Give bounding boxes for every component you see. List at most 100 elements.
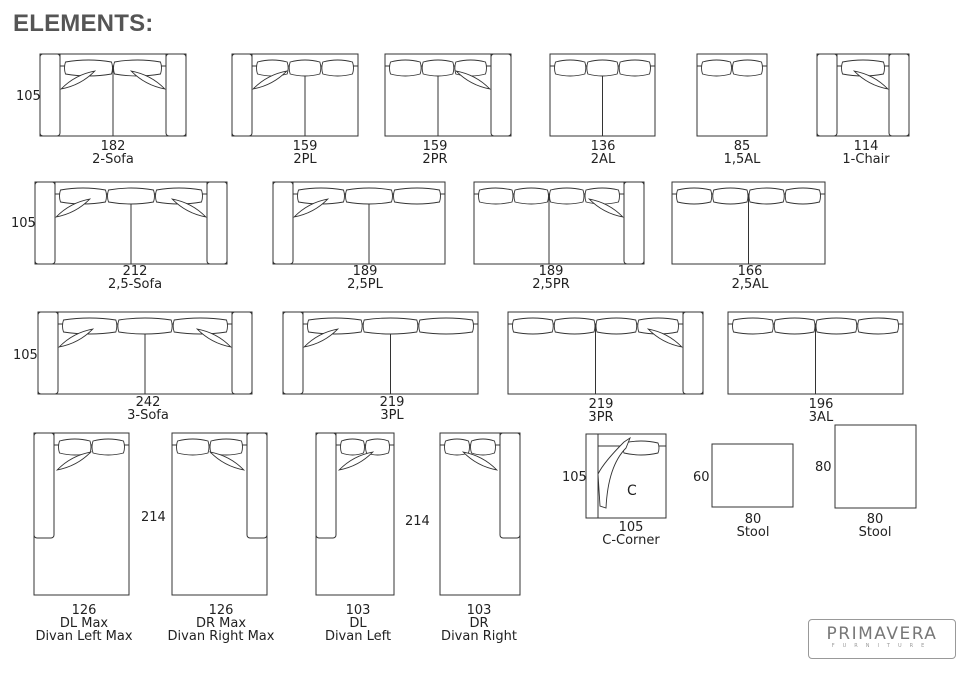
throw-pillow xyxy=(59,70,97,90)
throw-pillow xyxy=(646,328,684,348)
back-cushion xyxy=(773,317,816,335)
sofa-drawing-25-sofa xyxy=(34,181,228,265)
corner-cushion xyxy=(597,436,631,509)
throw-pillow xyxy=(337,451,375,471)
corner-back-left xyxy=(585,433,599,519)
label-2-sofa: 182 2-Sofa xyxy=(92,140,134,166)
corner-letter: C xyxy=(627,483,637,499)
back-cushion xyxy=(209,438,243,456)
width-3pr: 219 xyxy=(588,397,614,412)
back-cushion xyxy=(340,438,365,456)
back-cushion xyxy=(176,438,210,456)
back-cushion xyxy=(58,438,92,456)
divan-drawing-dr xyxy=(439,432,521,596)
name-15al: 1,5AL xyxy=(723,152,761,167)
width-c-corner: 105 xyxy=(618,520,644,535)
back-cushion xyxy=(732,59,763,77)
back-cushion xyxy=(637,317,679,335)
arm-right xyxy=(682,311,704,395)
name-25pl: 2,5PL xyxy=(347,277,383,292)
back-cushion xyxy=(618,59,651,77)
throw-pillow xyxy=(208,451,246,471)
back-cushion xyxy=(712,187,749,205)
arm-left xyxy=(272,181,294,265)
stool-drawing-80 xyxy=(834,424,917,509)
label-stool-80: 80 Stool xyxy=(859,513,892,539)
page-title: ELEMENTS: xyxy=(13,10,154,37)
depth-dim-divan: 214 xyxy=(405,514,430,529)
label-25al: 166 2,5AL xyxy=(732,265,769,291)
throw-pillow xyxy=(587,198,625,218)
back-cushion xyxy=(321,59,354,77)
width-stool-60: 80 xyxy=(744,512,762,527)
back-cushion xyxy=(117,317,173,335)
back-cushion xyxy=(595,317,638,335)
divan-arm xyxy=(33,432,55,539)
back-cushion xyxy=(155,187,203,205)
divan-drawing-dl xyxy=(315,432,395,596)
back-cushion xyxy=(64,59,113,77)
name-3al: 3AL xyxy=(808,410,834,425)
fullname-dl-max: Divan Left Max xyxy=(35,629,133,644)
name-3pr: 3PR xyxy=(588,410,614,425)
throw-pillow xyxy=(55,451,93,471)
width-dl: 103 xyxy=(345,603,371,618)
label-25-sofa: 212 2,5-Sofa xyxy=(108,265,162,291)
name-25al: 2,5AL xyxy=(731,277,769,292)
back-cushion xyxy=(91,438,125,456)
divan-arm xyxy=(499,432,521,539)
name-1-chair: 1-Chair xyxy=(842,152,890,167)
arm-left xyxy=(39,53,61,137)
throw-pillow xyxy=(461,451,499,471)
divan-arm xyxy=(246,432,268,539)
throw-pillow xyxy=(195,328,233,348)
throw-pillow xyxy=(57,328,95,348)
brand-name: PRIMAVERA xyxy=(826,624,938,644)
width-25al: 166 xyxy=(737,264,763,279)
name-25-sofa: 2,5-Sofa xyxy=(107,277,163,292)
height-dim-c-corner: 105 xyxy=(562,470,587,485)
label-dl: 103 DL Divan Left xyxy=(325,604,391,643)
label-1-chair: 114 1-Chair xyxy=(842,140,889,166)
back-cushion xyxy=(549,187,585,205)
name-3pl: 3PL xyxy=(380,408,404,423)
label-2pr: 159 2PR xyxy=(422,140,447,166)
back-cushion xyxy=(732,317,774,335)
name-2pl: 2PL xyxy=(293,152,317,167)
back-cushion xyxy=(418,317,474,335)
label-3pl: 219 3PL xyxy=(380,396,405,422)
arm-left xyxy=(282,311,304,395)
name-dl: DL xyxy=(349,616,367,631)
label-3al: 196 3AL xyxy=(809,398,834,424)
sofa-drawing-25pl xyxy=(272,181,446,265)
back-cushion xyxy=(512,317,554,335)
back-cushion xyxy=(393,187,441,205)
fullname-dr: Divan Right xyxy=(441,629,517,644)
back-cushion xyxy=(307,317,363,335)
sofa-drawing-3pr xyxy=(507,311,704,395)
back-cushion xyxy=(841,59,885,77)
name-stool-60: Stool xyxy=(736,525,770,540)
sofa-drawing-3pl xyxy=(282,311,479,395)
sofa-drawing-25al xyxy=(671,181,826,265)
label-25pr: 189 2,5PR xyxy=(532,265,570,291)
sofa-drawing-3al xyxy=(727,311,904,395)
throw-pillow xyxy=(251,70,289,90)
name-2al: 2AL xyxy=(590,152,616,167)
back-cushion xyxy=(297,187,345,205)
label-dl-max: 126 DL Max Divan Left Max xyxy=(35,604,132,643)
back-cushion xyxy=(748,187,785,205)
arm-right xyxy=(623,181,645,265)
width-3pl: 219 xyxy=(379,395,405,410)
height-dim-stool-80: 80 xyxy=(815,460,832,475)
label-25pl: 189 2,5PL xyxy=(347,265,383,291)
arm-left xyxy=(37,311,59,395)
back-cushion xyxy=(584,187,620,205)
stool-drawing-60 xyxy=(711,443,794,508)
throw-pillow xyxy=(170,198,208,218)
arm-left xyxy=(231,53,253,137)
back-cushion xyxy=(59,187,107,205)
arm-right xyxy=(165,53,187,137)
width-stool-80: 80 xyxy=(866,512,884,527)
name-dr-max: DR Max xyxy=(195,616,247,631)
